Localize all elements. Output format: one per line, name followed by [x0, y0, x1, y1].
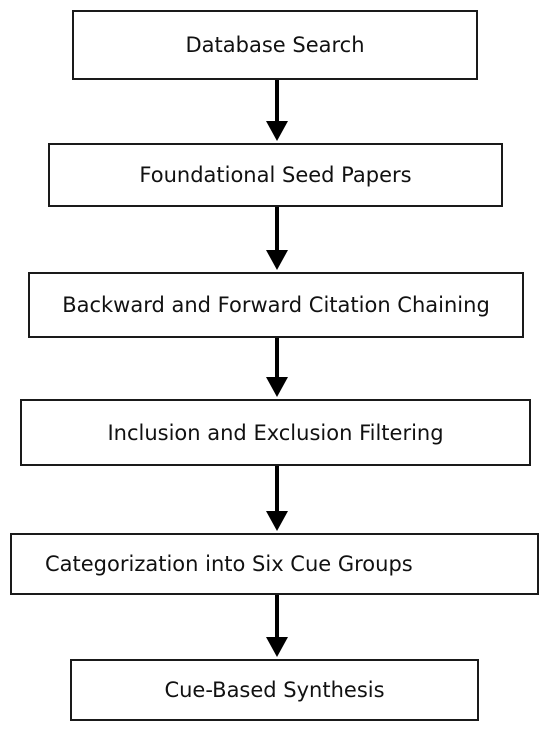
step-citation-chaining: Backward and Forward Citation Chaining: [28, 272, 524, 338]
down-arrow-icon: [266, 338, 288, 397]
step-foundational-seed-papers: Foundational Seed Papers: [48, 143, 503, 207]
step-database-search: Database Search: [72, 10, 478, 80]
step-label: Cue-Based Synthesis: [164, 678, 385, 702]
step-label: Database Search: [185, 33, 365, 57]
down-arrow-icon: [266, 80, 288, 141]
step-label: Backward and Forward Citation Chaining: [62, 293, 490, 317]
step-label: Foundational Seed Papers: [139, 163, 412, 187]
down-arrow-icon: [266, 466, 288, 531]
down-arrow-icon: [266, 207, 288, 270]
step-inclusion-exclusion-filtering: Inclusion and Exclusion Filtering: [20, 399, 531, 466]
step-categorization: Categorization into Six Cue Groups: [10, 533, 539, 595]
down-arrow-icon: [266, 595, 288, 657]
step-cue-based-synthesis: Cue-Based Synthesis: [70, 659, 479, 721]
step-label: Inclusion and Exclusion Filtering: [107, 420, 444, 445]
step-label: Categorization into Six Cue Groups: [45, 552, 413, 576]
